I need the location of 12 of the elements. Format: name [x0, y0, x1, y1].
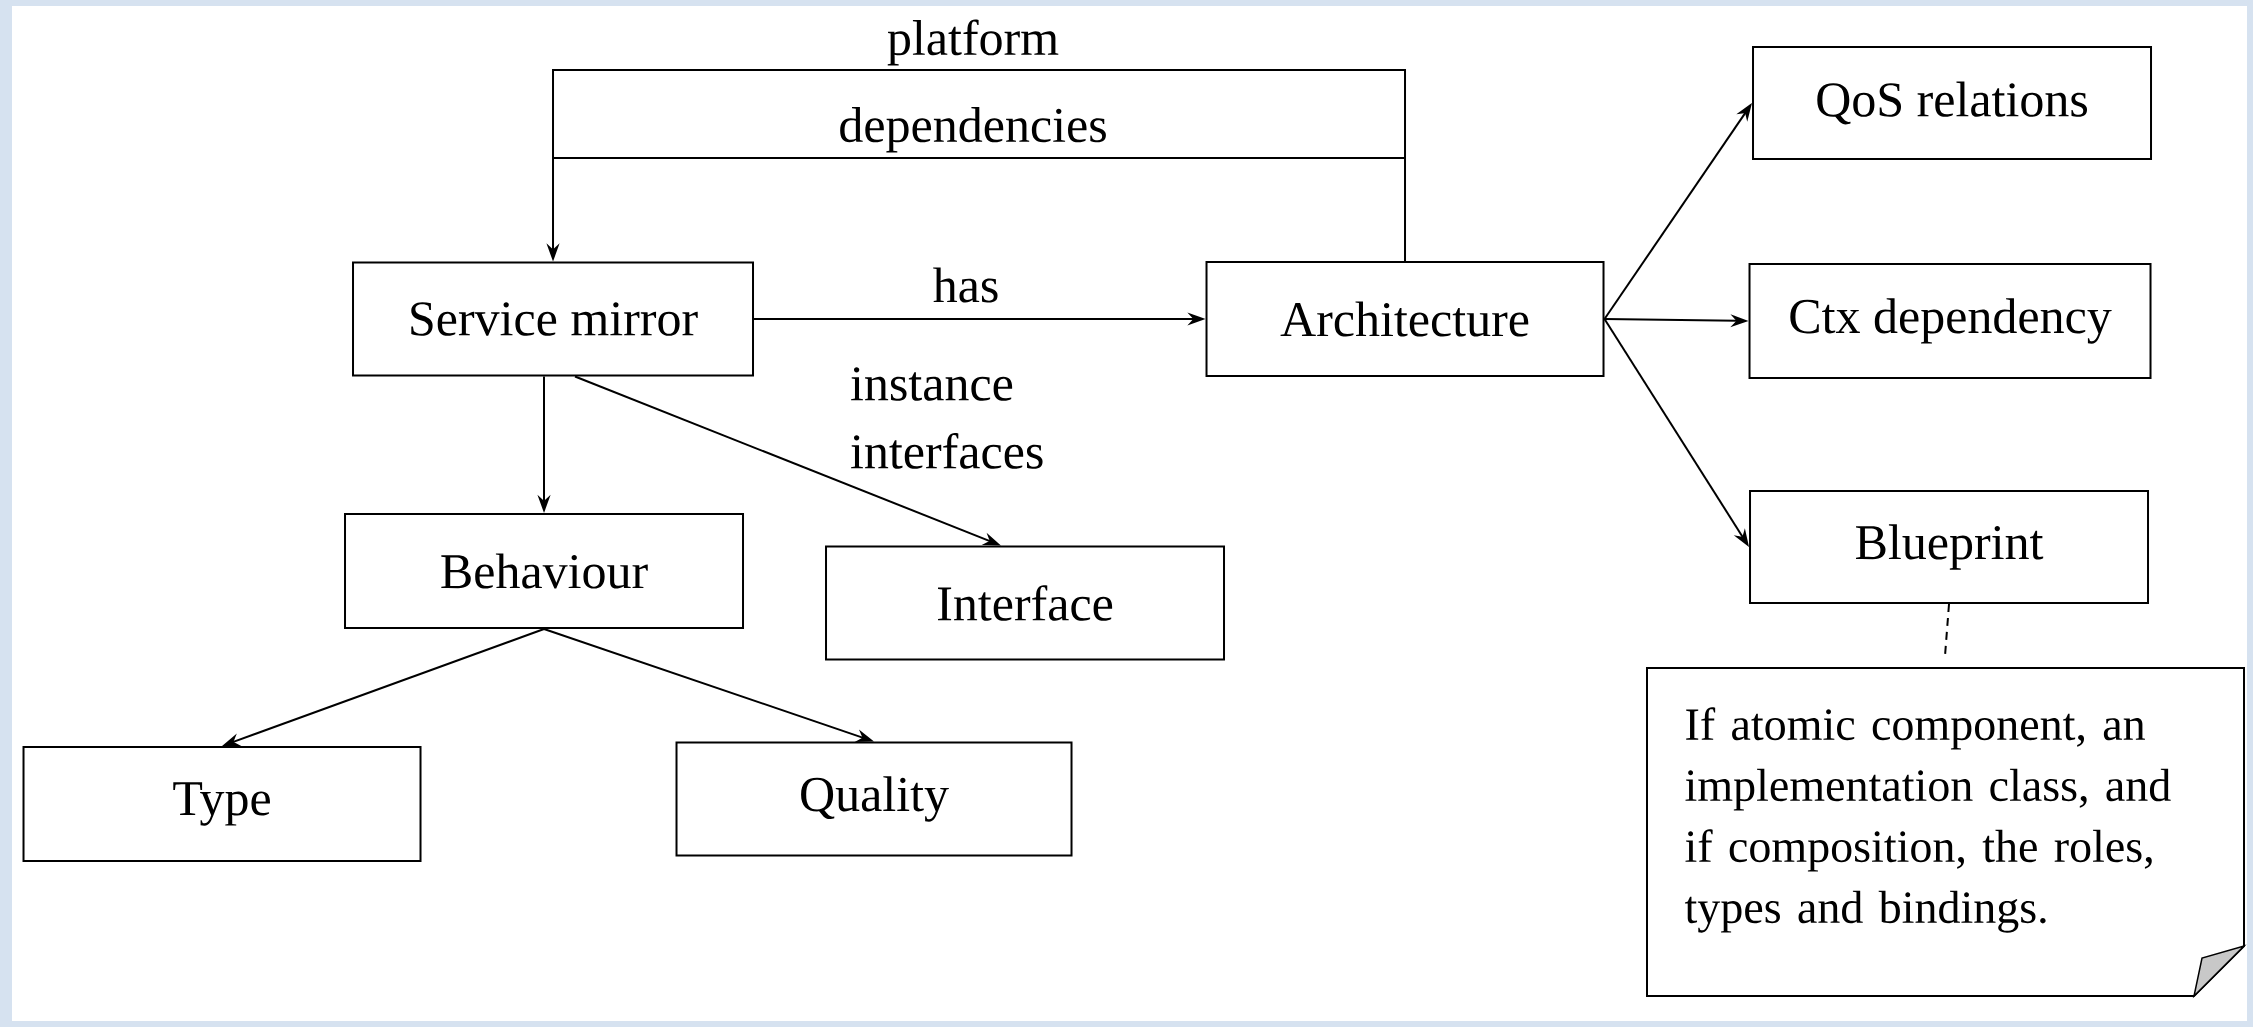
concept-box: Quality — [675, 741, 1073, 857]
concept-box: Type — [22, 746, 422, 862]
edge-label: platform dependencies — [840, 19, 1106, 153]
edge-label: has — [933, 267, 998, 303]
concept-box: Ctx dependency — [1748, 263, 2152, 379]
concept-box: Architecture — [1205, 261, 1605, 377]
edge-label: instance interfaces — [851, 367, 1043, 469]
concept-box: Interface — [825, 545, 1225, 661]
concept-box: Blueprint — [1749, 490, 2149, 604]
concept-box: Behaviour — [344, 513, 744, 629]
concept-box: Service mirror — [352, 261, 754, 377]
concept-box: QoS relations — [1752, 46, 2152, 160]
